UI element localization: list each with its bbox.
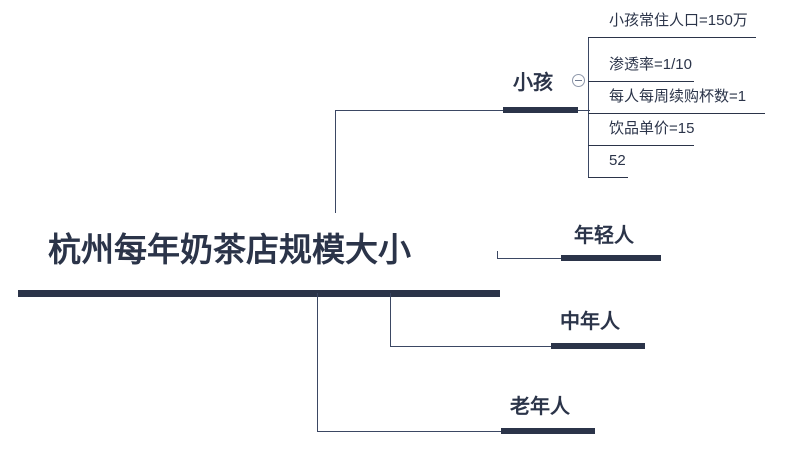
branch-node-child-label[interactable]: 小孩 <box>513 72 553 94</box>
connector-child-details-spine <box>588 37 589 178</box>
branch-node-elderly-label[interactable]: 老年人 <box>510 396 570 418</box>
leaf-node-label[interactable]: 52 <box>609 152 626 169</box>
leaf-node-underline <box>588 81 694 82</box>
leaf-node-underline <box>588 37 756 38</box>
branch-node-middleaged-underline <box>551 343 645 349</box>
leaf-node-underline <box>588 177 628 178</box>
leaf-node-label[interactable]: 饮品单价=15 <box>609 120 695 137</box>
connector-youth-horizontal <box>497 258 562 259</box>
leaf-node-label[interactable]: 小孩常住人口=150万 <box>609 12 748 29</box>
branch-node-middleaged-label[interactable]: 中年人 <box>560 311 620 333</box>
connector-middleaged-vertical <box>390 293 391 347</box>
root-node-label[interactable]: 杭州每年奶茶店规模大小 <box>48 231 411 268</box>
leaf-node-underline <box>588 145 694 146</box>
leaf-node-label[interactable]: 每人每周续购杯数=1 <box>609 88 747 105</box>
connector-middleaged-horizontal <box>390 346 552 347</box>
connector-elderly-horizontal <box>317 431 502 432</box>
leaf-node-label[interactable]: 渗透率=1/10 <box>609 56 692 73</box>
branch-node-child-underline <box>503 107 578 113</box>
root-node-underline <box>18 290 500 297</box>
connector-youth-tick <box>497 251 498 259</box>
minus-circle-icon[interactable] <box>572 74 585 87</box>
connector-elderly-vertical <box>317 293 318 432</box>
branch-node-elderly-underline <box>501 428 595 434</box>
leaf-node-underline <box>588 113 765 114</box>
branch-node-youth-underline <box>561 255 661 261</box>
connector-child-riser <box>335 110 336 213</box>
connector-child-horizontal <box>335 110 505 111</box>
branch-node-youth-label[interactable]: 年轻人 <box>574 225 634 247</box>
connector-child-to-spine <box>578 110 590 111</box>
